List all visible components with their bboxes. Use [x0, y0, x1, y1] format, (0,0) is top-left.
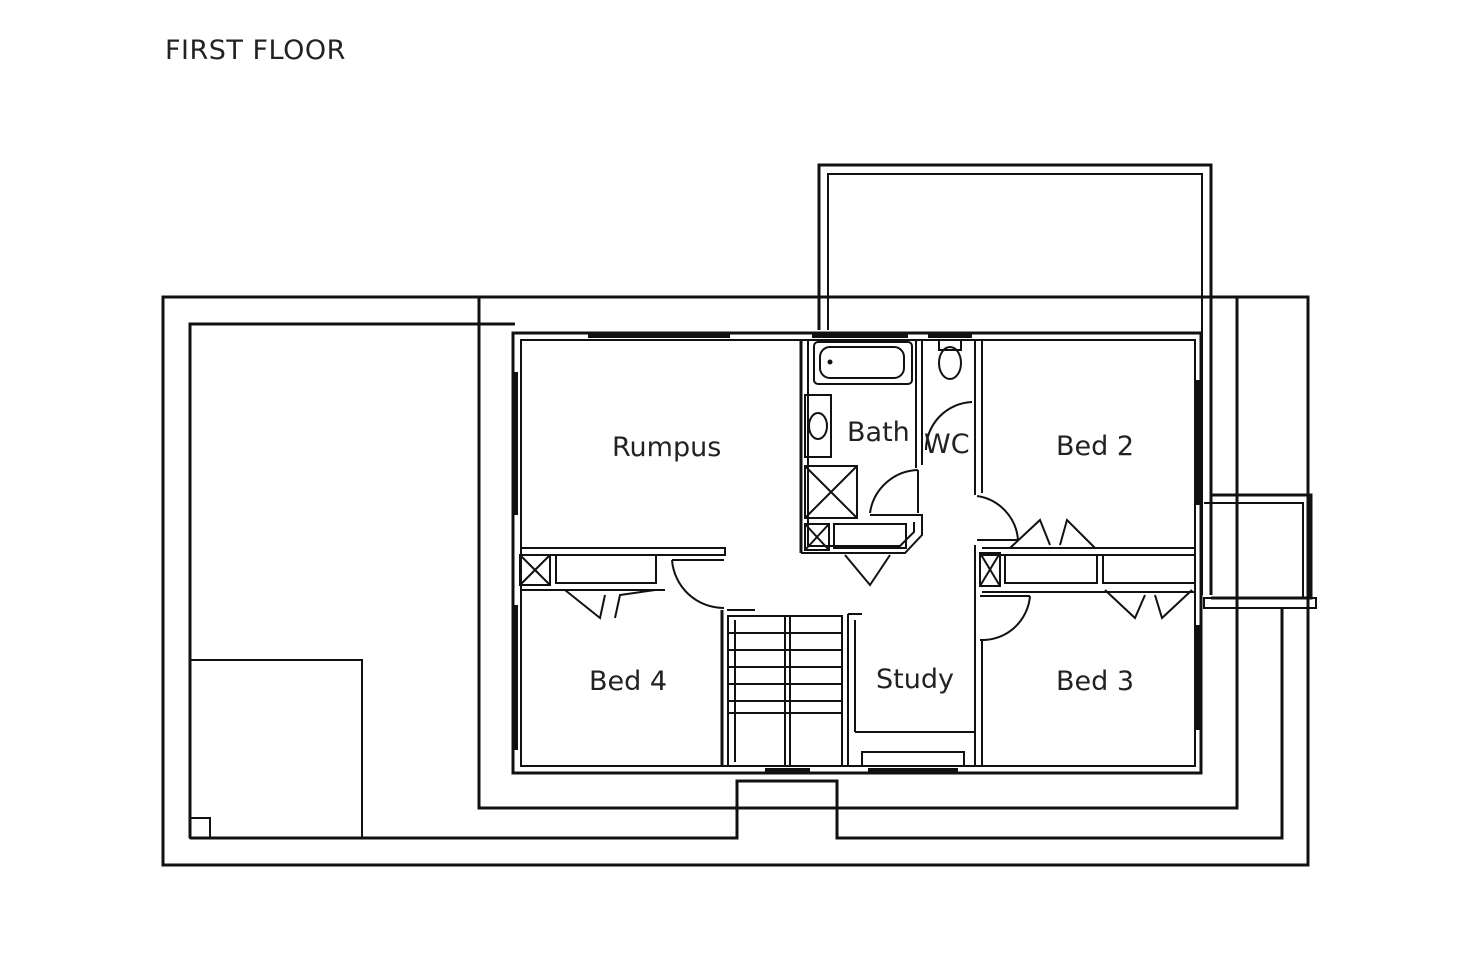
balcony: [1203, 493, 1317, 609]
windows: [512, 332, 1202, 774]
label-bed-3: Bed 3: [1056, 666, 1134, 697]
roof-outline: [817, 163, 1213, 595]
room-labels: Rumpus Bath WC Bed 2 Bed 4 Study Bed 3: [589, 417, 1134, 697]
label-study: Study: [876, 664, 954, 695]
label-bed-4: Bed 4: [589, 666, 667, 697]
label-bed-2: Bed 2: [1056, 431, 1134, 462]
label-wc: WC: [924, 429, 970, 460]
label-bath: Bath: [847, 417, 910, 448]
doors: [671, 401, 1031, 642]
bath-fixtures: [804, 339, 962, 551]
floor-title: FIRST FLOOR: [165, 35, 346, 66]
interior-walls: [521, 340, 1195, 767]
wardrobes: [519, 518, 1196, 620]
label-rumpus: Rumpus: [612, 432, 721, 463]
outer-boundary: [161, 295, 1310, 867]
staircase: [727, 615, 843, 767]
